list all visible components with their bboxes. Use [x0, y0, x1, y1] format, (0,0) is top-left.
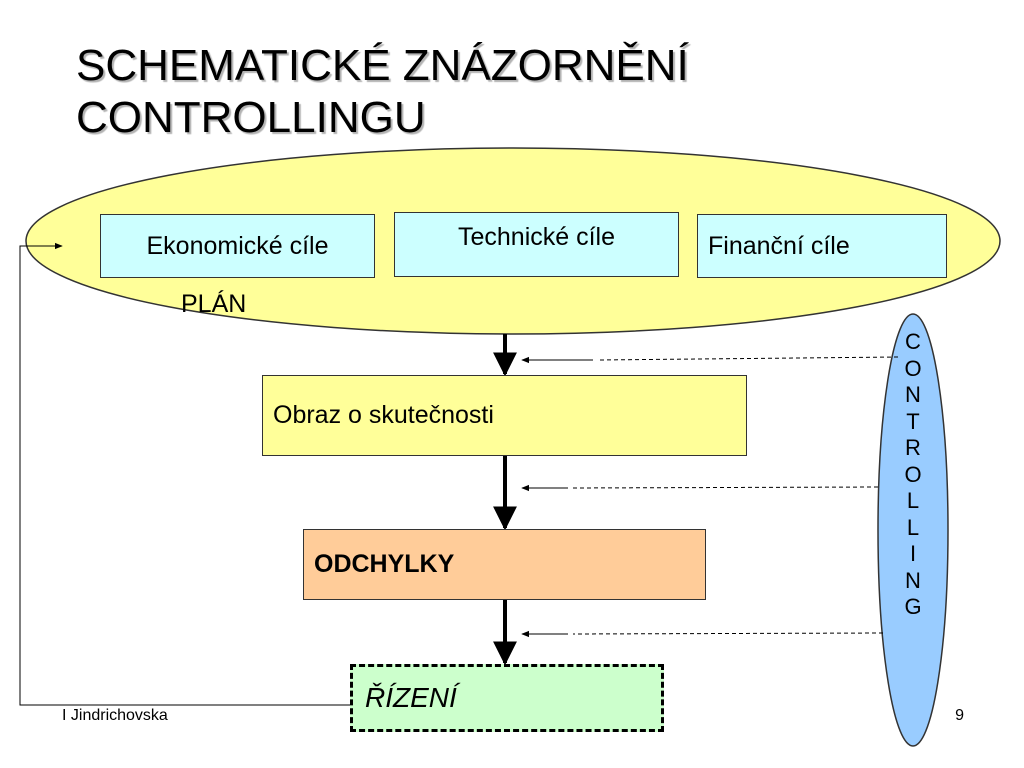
controlling-letter: O	[904, 355, 922, 381]
goal-box-economic: Ekonomické cíle	[100, 214, 375, 278]
feedback-loop-line	[19, 242, 350, 706]
slide-title: SCHEMATICKÉ ZNÁZORNĚNÍ CONTROLLINGU	[76, 40, 976, 144]
controlling-letter: G	[904, 594, 922, 619]
slide-title-line-2: CONTROLLINGU	[76, 93, 426, 142]
management-box: ŘÍZENÍ	[350, 664, 664, 732]
goal-box-financial: Finanční cíle	[697, 214, 947, 278]
controlling-dashed-line-3	[572, 632, 884, 635]
controlling-letter: I	[909, 541, 917, 566]
deviations-label: ODCHYLKY	[314, 550, 455, 578]
plan-label: PLÁN	[181, 290, 247, 318]
controlling-ellipse	[877, 313, 949, 747]
controlling-letter: L	[906, 514, 920, 540]
page-number: 9	[955, 707, 964, 724]
controlling-letter: T	[906, 408, 920, 434]
goal-box-economic-label: Ekonomické cíle	[146, 231, 329, 260]
controlling-letter: L	[906, 488, 920, 513]
controlling-letter: C	[905, 329, 921, 354]
goal-box-technical-label: Technické cíle	[457, 223, 616, 251]
reality-picture-label: Obraz o skutečnosti	[273, 401, 494, 429]
controlling-letter: N	[905, 567, 921, 593]
controlling-vertical-label: C O N T R O L L I N G	[893, 329, 933, 621]
deviations-box: ODCHYLKY	[303, 529, 706, 600]
goal-box-technical: Technické cíle	[394, 212, 679, 277]
controlling-letter: R	[905, 435, 921, 460]
goal-box-financial-label: Finanční cíle	[708, 231, 850, 260]
controlling-letter: O	[904, 461, 922, 487]
controlling-dashed-line-1	[597, 356, 899, 361]
reality-picture-box: Obraz o skutečnosti	[262, 375, 747, 456]
controlling-letter: N	[905, 382, 921, 407]
management-label: ŘÍZENÍ	[365, 682, 457, 713]
footer-author: I Jindrichovska	[62, 707, 168, 724]
slide-title-line-1: SCHEMATICKÉ ZNÁZORNĚNÍ	[76, 41, 689, 90]
controlling-dashed-line-2	[572, 486, 879, 489]
